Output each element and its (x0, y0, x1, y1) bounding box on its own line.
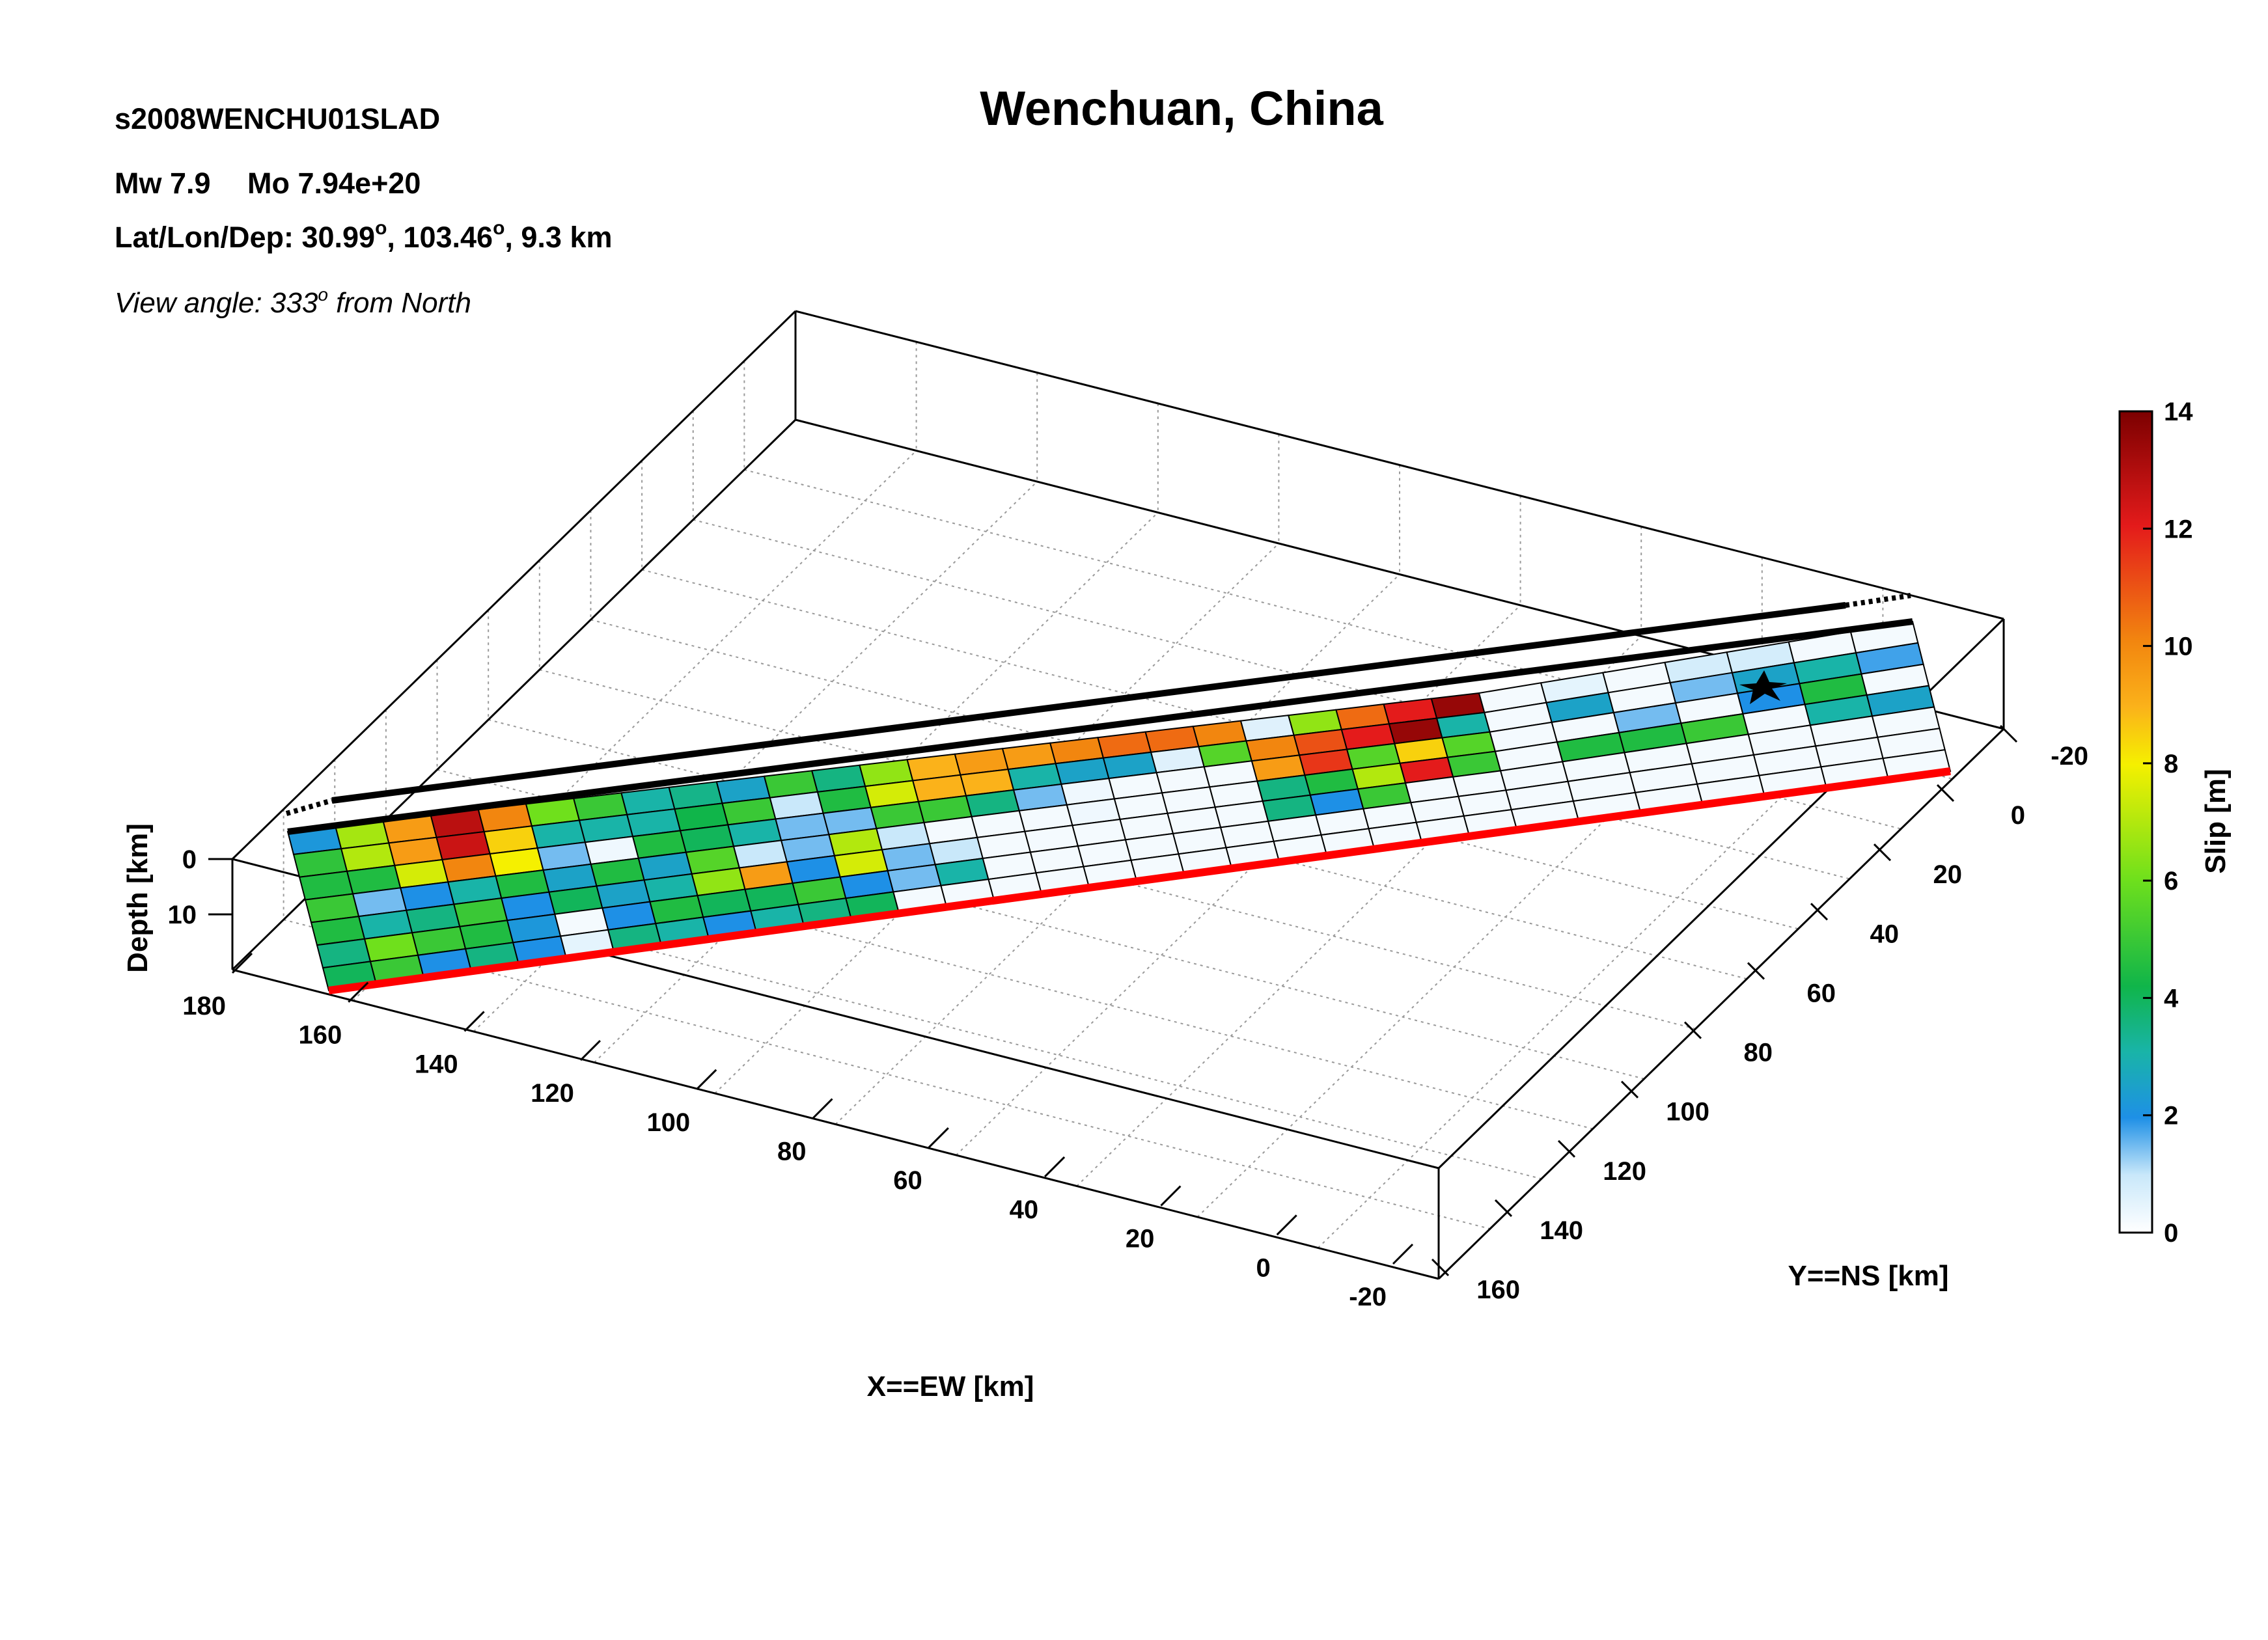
y-tick-label: 120 (1603, 1157, 1646, 1186)
z-axis-label: Depth [km] (122, 823, 154, 973)
colorbar (2118, 410, 2153, 1234)
box-edge (232, 968, 1439, 1280)
y-tick-mark (1494, 1199, 1513, 1217)
x-tick-mark (1044, 1156, 1066, 1177)
x-tick-label: 60 (893, 1166, 922, 1195)
x-tick-label: 140 (415, 1050, 458, 1078)
fault-projection-extension (285, 798, 333, 816)
y-tick-mark (1431, 1258, 1450, 1277)
view-angle: View angle: 333o from North (115, 284, 471, 319)
z-tick-label: 0 (182, 845, 197, 874)
x-tick-label: 80 (777, 1138, 807, 1166)
y-tick-mark (1999, 724, 2018, 743)
x-tick-label: 100 (646, 1108, 690, 1137)
y-tick-mark (1747, 962, 1765, 980)
floor-grid-line (714, 543, 1280, 1094)
colorbar-tick-label: 2 (2164, 1102, 2178, 1130)
x-tick-mark (812, 1098, 833, 1119)
y-tick-label: 60 (1807, 979, 1836, 1007)
x-tick-mark (579, 1040, 601, 1061)
y-tick-mark (1683, 1021, 1702, 1039)
event-id: s2008WENCHU01SLAD (115, 102, 440, 135)
floor-grid-line (1196, 666, 1763, 1218)
fault-surface-projection (331, 602, 1846, 804)
colorbar-tick-label: 8 (2164, 750, 2178, 778)
chart-title: Wenchuan, China (980, 81, 1383, 135)
y-axis-label: Y==NS [km] (1788, 1260, 1949, 1292)
colorbar-tick-label: 6 (2164, 867, 2178, 895)
x-tick-mark (1392, 1243, 1414, 1265)
hypocenter-star-icon (1739, 670, 1787, 704)
box-edge (231, 310, 797, 860)
fault-plane (285, 593, 1952, 994)
x-tick-label: 40 (1010, 1196, 1039, 1224)
colorbar-tick-label: 4 (2164, 984, 2179, 1013)
x-tick-label: 180 (182, 992, 226, 1020)
colorbar-tick-label: 12 (2164, 515, 2193, 543)
x-tick-mark (463, 1011, 485, 1032)
y-tick-mark (1620, 1080, 1639, 1099)
x-tick-mark (348, 981, 369, 1003)
x-tick-label: 120 (531, 1079, 574, 1108)
hypocenter-location: Lat/Lon/Dep: 30.99o, 103.46o, 9.3 km (115, 217, 613, 254)
y-tick-label: -20 (2051, 742, 2088, 771)
x-tick-mark (1276, 1214, 1297, 1236)
y-tick-label: 160 (1476, 1276, 1520, 1304)
y-tick-label: 80 (1744, 1039, 1773, 1067)
seismic-moment: Mo 7.94e+20 (247, 167, 421, 200)
x-tick-mark (696, 1069, 717, 1090)
box-edge (1437, 728, 2005, 1280)
y-tick-label: 20 (1933, 860, 1963, 889)
floor-grid-line (1318, 697, 1884, 1249)
y-tick-label: 40 (1870, 920, 1900, 948)
fault-projection-extension (1845, 593, 1911, 608)
x-tick-mark (928, 1127, 949, 1149)
colorbar-tick-label: 14 (2164, 398, 2193, 426)
x-axis-label: X==EW [km] (867, 1371, 1034, 1402)
y-tick-mark (1557, 1140, 1576, 1158)
y-tick-mark (1810, 903, 1829, 921)
y-tick-label: 100 (1666, 1098, 1709, 1127)
y-tick-mark (1936, 784, 1955, 802)
floor-grid-line (594, 512, 1159, 1063)
z-tick-label: 10 (168, 901, 197, 929)
colorbar-tick-label: 10 (2164, 633, 2193, 661)
floor-grid-line (1076, 635, 1642, 1187)
floor-grid-line (835, 573, 1400, 1125)
y-tick-label: 0 (2011, 801, 2025, 830)
y-tick-mark (1873, 843, 1892, 862)
colorbar-ticks: 0 2 4 6 8 10 12 14 (2143, 398, 2193, 1248)
fault-bottom-trace (328, 767, 1951, 994)
floor-grid-line (956, 605, 1521, 1156)
y-tick-label: 140 (1540, 1216, 1583, 1245)
magnitude-mw: Mw 7.9 (115, 167, 211, 200)
x-tick-label: 160 (299, 1021, 342, 1050)
box-edge (795, 310, 2004, 620)
axes-box (231, 310, 2005, 1280)
x-tick-mark (1160, 1185, 1182, 1207)
x-tick-mark (231, 952, 253, 974)
x-tick-label: -20 (1349, 1283, 1387, 1311)
x-tick-label: 0 (1256, 1253, 1270, 1282)
colorbar-label: Slip [m] (2200, 769, 2232, 873)
axis-ticks: 180160140120100806040200-20-200204060801… (168, 724, 2088, 1311)
x-tick-label: 20 (1126, 1225, 1155, 1253)
colorbar-tick-label: 0 (2164, 1219, 2178, 1248)
fault-top-edge (287, 618, 1913, 835)
